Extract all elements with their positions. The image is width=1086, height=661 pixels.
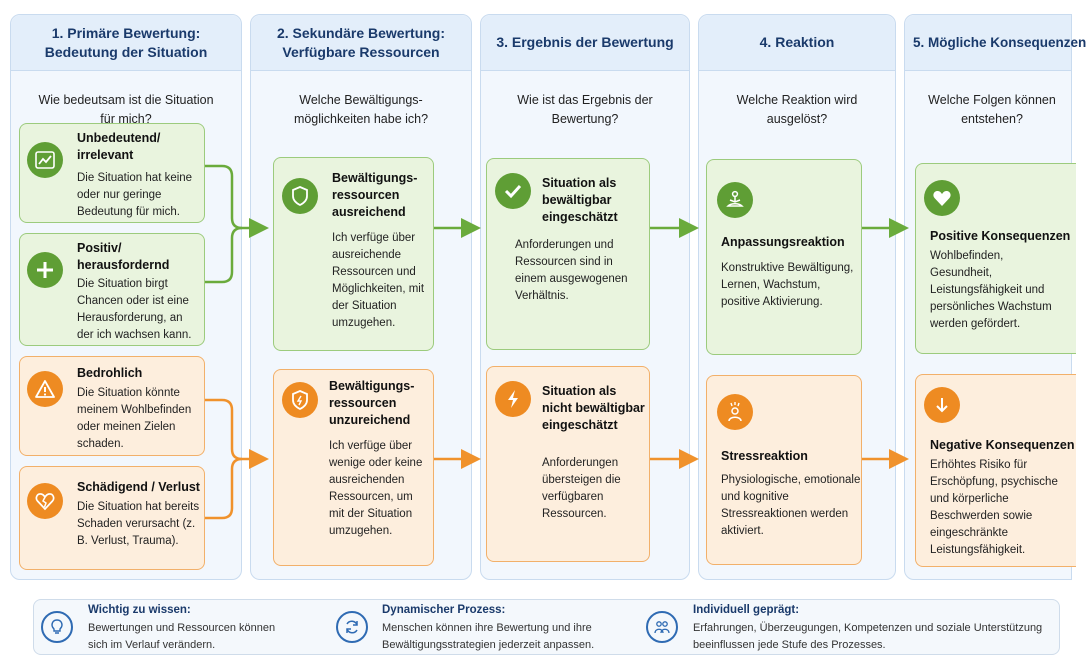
card-adaptive-reaction: Anpassungsreaktion Konstruktive Bewältig… <box>706 159 862 355</box>
lightbulb-icon <box>41 611 73 643</box>
lightning-icon <box>495 381 531 417</box>
card-resources-insufficient: Bewältigungs-ressourcen unzureichend Ich… <box>273 369 434 566</box>
card-title: Negative Konsequenzen <box>930 438 1075 452</box>
card-threatening: Bedrohlich Die Situation könnte meinem W… <box>19 356 205 456</box>
column-header: 3. Ergebnis der Bewertung <box>481 15 689 71</box>
card-title: Situation als nicht bewältigbar eingesch… <box>542 384 645 432</box>
info-text: Bewältigungsstrategien jederzeit anpasse… <box>382 639 595 651</box>
card-title: Unbedeutend/ irrelevant <box>77 131 161 162</box>
column-title: 2. Sekundäre Bewertung: <box>276 24 446 41</box>
card-text: Ich verfüge über ausreichende Ressourcen… <box>332 232 425 329</box>
column-subtitle: Bedeutung der Situation <box>44 43 208 60</box>
info-text: sich im Verlauf verändern. <box>88 639 216 651</box>
people-icon <box>646 611 678 643</box>
heart-icon <box>924 180 960 216</box>
card-text: Erhöhtes Risiko für Erschöpfung, psychis… <box>930 459 1058 556</box>
card-title: Bewältigungs-ressourcen ausreichend <box>332 171 418 219</box>
info-title: Individuell geprägt: <box>693 604 800 616</box>
card-text: Konstruktive Bewältigung, Lernen, Wachst… <box>721 262 854 308</box>
card-text: Anforderungen und Ressourcen sind in ein… <box>515 239 628 302</box>
column-title: 1. Primäre Bewertung: <box>51 24 201 41</box>
column-header: 5. Mögliche Konsequenzen <box>905 15 1086 71</box>
column-header: 4. Reaktion <box>699 15 895 71</box>
orange-connector <box>205 398 909 520</box>
broken-heart-icon <box>27 483 63 519</box>
column-question: Welche Reaktion wird ausgelöst? <box>736 93 858 126</box>
card-text: Physiologische, emotionale und kognitive… <box>721 474 861 537</box>
card-harm-loss: Schädigend / Verlust Die Situation hat b… <box>19 466 205 570</box>
card-text: Die Situation hat bereits Schaden verurs… <box>77 501 200 547</box>
card-negative-consequences: Negative Konsequenzen Erhöhtes Risiko fü… <box>915 374 1076 567</box>
plus-icon <box>27 252 63 288</box>
column-question: Wie bedeutsam ist die Situation für mich… <box>38 93 214 126</box>
card-title: Situation als bewältigbar eingeschätzt <box>542 176 618 224</box>
info-title: Dynamischer Prozess: <box>382 604 506 616</box>
green-connector <box>205 164 909 284</box>
column-question: Wie ist das Ergebnis der Bewertung? <box>517 93 653 126</box>
card-manageable: Situation als bewältigbar eingeschätzt A… <box>486 158 650 350</box>
card-title: Positive Konsequenzen <box>930 229 1071 243</box>
column-question: Welche Folgen können entstehen? <box>928 93 1056 126</box>
card-title: Stressreaktion <box>721 449 808 463</box>
info-text: Menschen können ihre Bewertung und ihre <box>382 622 592 634</box>
card-text: Die Situation könnte meinem Wohlbefinden… <box>77 387 192 450</box>
card-title: Bedrohlich <box>77 366 143 380</box>
column-title: 3. Ergebnis der Bewertung <box>496 34 674 50</box>
card-not-manageable: Situation als nicht bewältigbar eingesch… <box>486 366 650 562</box>
card-title: Bewältigungs-ressourcen unzureichend <box>329 379 415 427</box>
card-title: Anpassungsreaktion <box>721 235 845 249</box>
info-title: Wichtig zu wissen: <box>88 604 191 616</box>
column-subtitle: Verfügbare Ressourcen <box>282 43 440 60</box>
shield-icon <box>282 382 318 418</box>
card-positive-challenging: Positiv/ herausfordernd Die Situation bi… <box>19 233 205 346</box>
card-text: Die Situation hat keine oder nur geringe… <box>77 172 193 218</box>
card-positive-consequences: Positive Konsequenzen Wohlbefinden, Gesu… <box>915 163 1076 354</box>
column-header: 2. Sekundäre Bewertung: Verfügbare Resso… <box>251 15 471 71</box>
card-resources-sufficient: Bewältigungs-ressourcen ausreichend Ich … <box>273 157 434 351</box>
card-text: Die Situation birgt Chancen oder ist ein… <box>77 278 192 341</box>
card-stress-reaction: Stressreaktion Physiologische, emotional… <box>706 375 862 565</box>
card-text: Wohlbefinden, Gesundheit, Leistungsfähig… <box>930 250 1052 330</box>
card-irrelevant: Unbedeutend/ irrelevant Die Situation ha… <box>19 123 205 223</box>
warning-icon <box>27 371 63 407</box>
chart-trend-icon <box>27 142 63 178</box>
column-header: 1. Primäre Bewertung: Bedeutung der Situ… <box>11 15 241 71</box>
stressed-person-icon <box>717 394 753 430</box>
info-bar: Wichtig zu wissen: Bewertungen und Resso… <box>33 599 1060 655</box>
shield-icon <box>282 178 318 214</box>
card-title: Schädigend / Verlust <box>77 480 200 494</box>
card-title: Positiv/ herausfordernd <box>77 241 170 272</box>
refresh-icon <box>336 611 368 643</box>
info-text: Erfahrungen, Überzeugungen, Kompetenzen … <box>693 622 1043 634</box>
column-title: 4. Reaktion <box>759 34 835 50</box>
column-question: Welche Bewältigungs-möglichkeiten habe i… <box>293 93 429 126</box>
arrow-down-icon <box>924 387 960 423</box>
column-title: 5. Mögliche Konsequenzen <box>913 35 1086 50</box>
card-text: Ich verfüge über wenige oder keine ausre… <box>329 440 423 537</box>
info-text: Bewertungen und Ressourcen können <box>88 622 276 634</box>
check-icon <box>495 173 531 209</box>
meditation-icon <box>717 182 753 218</box>
info-text: beeinflussen jede Stufe des Prozesses. <box>693 639 886 651</box>
card-text: Anforderungen übersteigen die verfügbare… <box>542 457 621 520</box>
